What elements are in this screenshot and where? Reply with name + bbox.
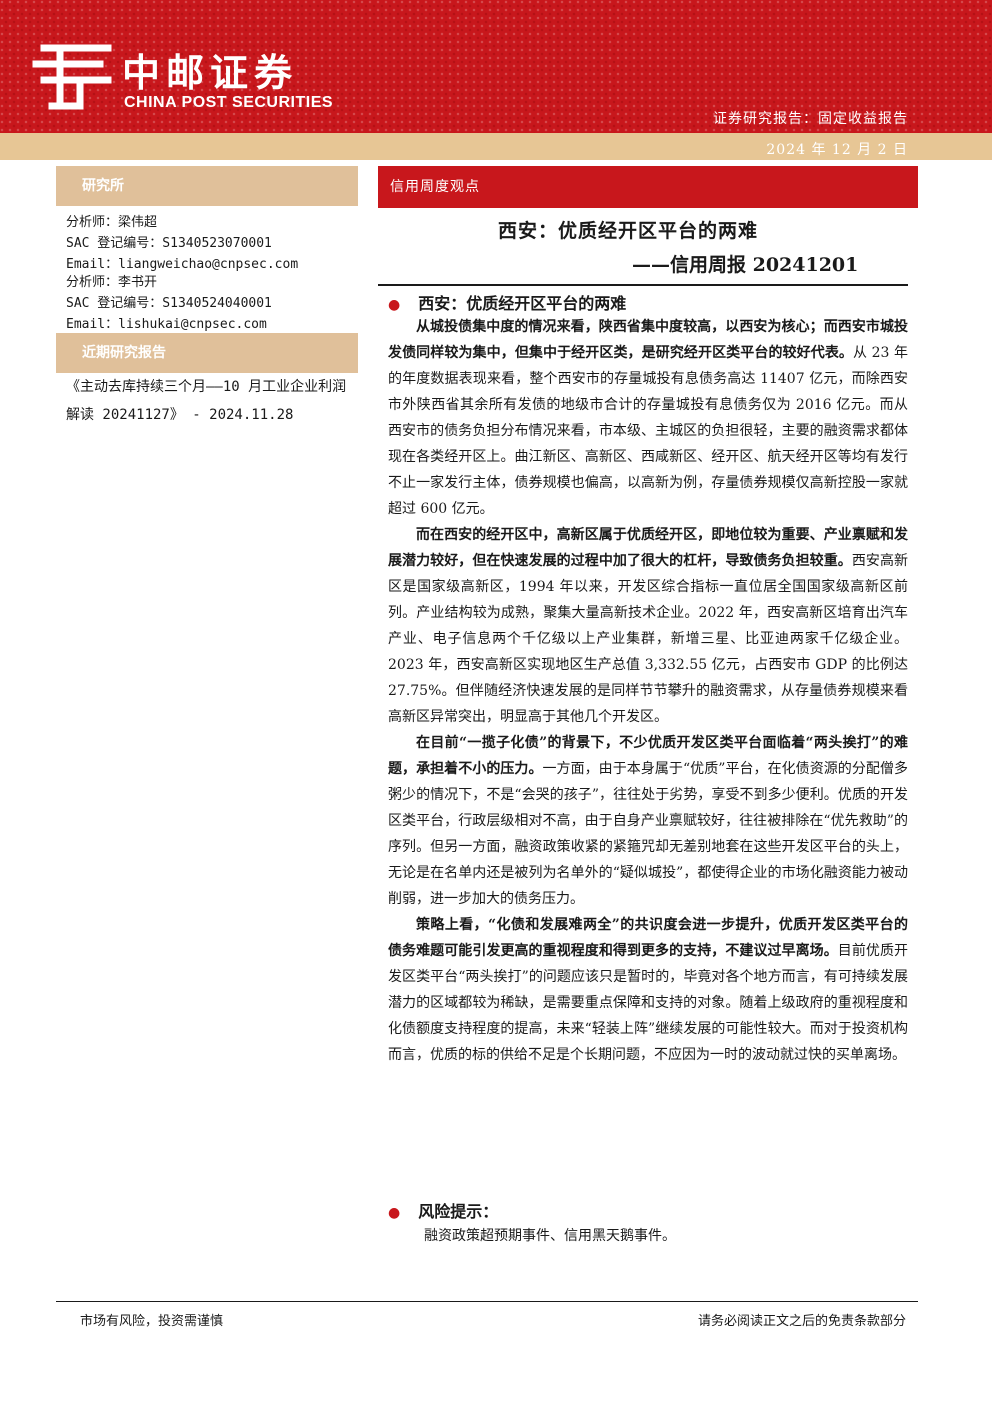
report-title: 西安：优质经开区平台的两难 [498,220,759,242]
report-date: 2024 年 12 月 2 日 [766,142,908,158]
body-paragraph: 从城投债集中度的情况来看，陕西省集中度较高，以西安为核心；而西安市城投发债同样较… [388,314,908,522]
paragraph-lead: 从城投债集中度的情况来看，陕西省集中度较高，以西安为核心；而西安市城投发债同样较… [388,319,908,361]
bullet-icon: ● [388,297,401,313]
institute-heading: 研究所 [56,166,358,206]
brand-name-cn: 中邮证券 [122,51,299,95]
paragraph-text: 一方面，由于本身属于“优质”平台，在化债资源的分配僧多粥少的情况下，不是“会哭的… [388,761,908,907]
section-heading: ● 西安：优质经开区平台的两难 [388,290,626,314]
recent-report-item[interactable]: 《主动去库持续三个月——10 月工业企业利润解读 20241127》 - 202… [66,379,347,423]
header-banner: 中邮证券 CHINA POST SECURITIES 证券研究报告：固定收益报告 [0,0,992,133]
body-paragraph: 策略上看，“化债和发展难两全”的共识度会进一步提升，优质开发区类平台的债务难题可… [388,912,908,1068]
risk-heading-text: 风险提示： [418,1202,499,1221]
analyst-sac: SAC 登记编号：S1340524040001 [66,296,272,311]
paragraph-lead: 策略上看，“化债和发展难两全”的共识度会进一步提升，优质开发区类平台的债务难题可… [388,917,908,959]
date-band [0,133,992,160]
report-type: 证券研究报告：固定收益报告 [713,111,908,127]
brand-logo: 中邮证券 CHINA POST SECURITIES [30,38,360,118]
title-divider [378,284,908,286]
analyst-name: 分析师：梁伟超 [66,215,158,230]
risk-text: 融资政策超预期事件、信用黑天鹅事件。 [424,1228,676,1244]
china-post-logo-icon [32,44,112,110]
paragraph-lead: 而在西安的经开区中，高新区属于优质经开区，即地位较为重要、产业禀赋和发展潜力较好… [388,527,908,569]
analyst-email[interactable]: Email：liangweichao@cnpsec.com [66,257,299,272]
footer-divider [56,1301,918,1302]
footer-disclaimer-right: 请务必阅读正文之后的免责条款部分 [697,1314,906,1329]
report-tag-bar: 信用周度观点 [378,166,918,208]
paragraph-text: 从 23 年的年度数据表现来看，整个西安市的存量城投有息债务高达 11407 亿… [388,345,909,517]
footer-disclaimer-left: 市场有风险，投资需谨慎 [80,1314,224,1329]
analyst-name: 分析师：李书开 [66,275,158,290]
report-body: 从城投债集中度的情况来看，陕西省集中度较高，以西安为核心；而西安市城投发债同样较… [388,314,908,1068]
paragraph-text: 西安高新区是国家级高新区，1994 年以来，开发区综合指标一直位居全国国家级高新… [388,553,909,725]
brand-name-en: CHINA POST SECURITIES [124,94,334,111]
body-paragraph: 在目前“一揽子化债”的背景下，不少优质开发区类平台面临着“两头挨打”的难题，承担… [388,730,908,912]
body-paragraph: 而在西安的经开区中，高新区属于优质经开区，即地位较为重要、产业禀赋和发展潜力较好… [388,522,908,730]
paragraph-lead: 在目前“一揽子化债”的背景下，不少优质开发区类平台面临着“两头挨打”的难题，承担… [388,735,908,777]
risk-heading: ● 风险提示： [388,1198,498,1222]
recent-reports-heading: 近期研究报告 [56,333,358,373]
analyst-email[interactable]: Email：lishukai@cnpsec.com [66,317,267,332]
paragraph-text: 目前优质开发区类平台“两头挨打”的问题应该只是暂时的，毕竟对各个地方而言，有可持… [388,943,909,1063]
section-heading-text: 西安：优质经开区平台的两难 [418,294,627,313]
bullet-icon: ● [388,1205,401,1221]
report-subtitle: ——信用周报 20241201 [632,254,859,276]
analyst-sac: SAC 登记编号：S1340523070001 [66,236,272,251]
